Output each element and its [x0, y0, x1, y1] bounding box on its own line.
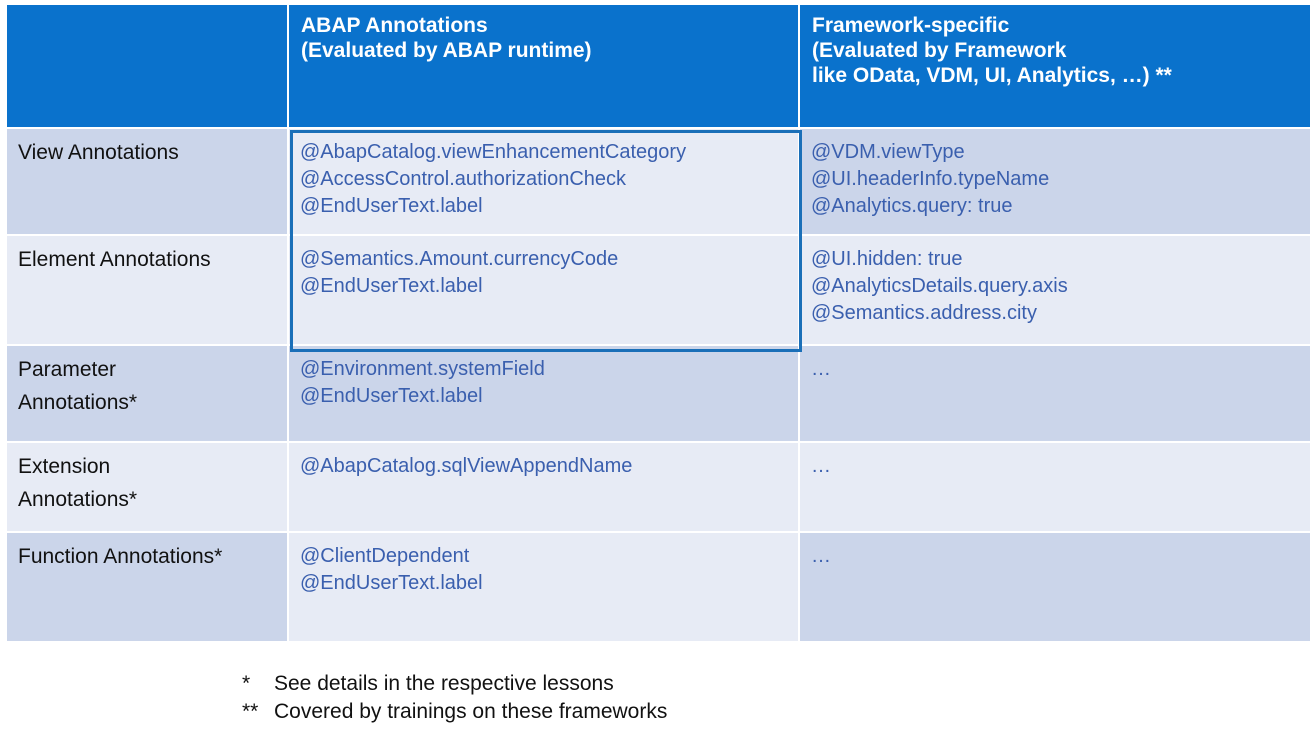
row-label-text: Extension — [18, 455, 111, 478]
footnote-double-star: ** Covered by trainings on these framewo… — [242, 698, 667, 726]
row-label-text: View Annotations — [18, 141, 179, 164]
abap-cell-extension-annotations: @AbapCatalog.sqlViewAppendName — [289, 443, 800, 533]
annotation-item: @UI.hidden: true — [811, 248, 963, 270]
annotation-item: @AbapCatalog.sqlViewAppendName — [300, 455, 633, 477]
header-framework-subtitle-1: (Evaluated by Framework — [812, 39, 1067, 62]
framework-cell-element-annotations: @UI.hidden: true @AnalyticsDetails.query… — [800, 236, 1312, 346]
abap-cell-element-annotations: @Semantics.Amount.currencyCode @EndUserT… — [289, 236, 800, 346]
row-label-text: Parameter — [18, 358, 117, 381]
annotation-item: @AccessControl.authorizationCheck — [300, 168, 627, 190]
row-label-text: Function Annotations* — [18, 545, 223, 568]
ellipsis-placeholder: … — [811, 358, 831, 380]
annotation-item: @Semantics.Amount.currencyCode — [300, 248, 619, 270]
footnote-text: See details in the respective lessons — [274, 672, 614, 695]
annotation-item: @UI.headerInfo.typeName — [811, 168, 1050, 190]
framework-cell-extension-annotations: … — [800, 443, 1312, 533]
ellipsis-placeholder: … — [811, 455, 831, 477]
framework-cell-view-annotations: @VDM.viewType @UI.headerInfo.typeName @A… — [800, 129, 1312, 236]
annotation-item: @EndUserText.label — [300, 195, 483, 217]
ellipsis-placeholder: … — [811, 545, 831, 567]
annotation-item: @Environment.systemField — [300, 358, 545, 380]
row-label-view-annotations: View Annotations — [7, 129, 289, 236]
framework-cell-parameter-annotations: … — [800, 346, 1312, 443]
framework-cell-function-annotations: … — [800, 533, 1312, 643]
annotation-item: @VDM.viewType — [811, 141, 965, 163]
row-label-function-annotations: Function Annotations* — [7, 533, 289, 643]
row-label-text: Annotations* — [18, 391, 138, 414]
header-abap-title: ABAP Annotations — [301, 14, 488, 37]
header-abap-subtitle: (Evaluated by ABAP runtime) — [301, 39, 592, 62]
footnote-mark: ** — [242, 700, 259, 723]
row-label-extension-annotations: Extension Annotations* — [7, 443, 289, 533]
header-cell-empty — [7, 5, 289, 129]
footnote-single-star: * See details in the respective lessons — [242, 670, 667, 698]
header-framework-title: Framework-specific — [812, 14, 1010, 37]
annotation-item: @ClientDependent — [300, 545, 470, 567]
header-abap-annotations: ABAP Annotations (Evaluated by ABAP runt… — [289, 5, 800, 129]
annotation-item: @EndUserText.label — [300, 572, 483, 594]
annotation-item: @AbapCatalog.viewEnhancementCategory — [300, 141, 687, 163]
annotation-item: @AnalyticsDetails.query.axis — [811, 275, 1068, 297]
abap-cell-parameter-annotations: @Environment.systemField @EndUserText.la… — [289, 346, 800, 443]
abap-cell-view-annotations: @AbapCatalog.viewEnhancementCategory @Ac… — [289, 129, 800, 236]
annotation-item: @Semantics.address.city — [811, 302, 1037, 324]
row-label-element-annotations: Element Annotations — [7, 236, 289, 346]
row-label-parameter-annotations: Parameter Annotations* — [7, 346, 289, 443]
annotation-item: @EndUserText.label — [300, 385, 483, 407]
row-label-text: Annotations* — [18, 488, 138, 511]
row-label-text: Element Annotations — [18, 248, 211, 271]
footnote-text: Covered by trainings on these frameworks — [274, 700, 668, 723]
annotations-table: ABAP Annotations (Evaluated by ABAP runt… — [7, 5, 1312, 643]
annotation-item: @Analytics.query: true — [811, 195, 1013, 217]
footnotes: * See details in the respective lessons … — [242, 670, 667, 726]
header-framework-subtitle-2: like OData, VDM, UI, Analytics, …) ** — [812, 64, 1172, 87]
header-framework-specific: Framework-specific (Evaluated by Framewo… — [800, 5, 1312, 129]
abap-cell-function-annotations: @ClientDependent @EndUserText.label — [289, 533, 800, 643]
annotation-item: @EndUserText.label — [300, 275, 483, 297]
footnote-mark: * — [242, 672, 251, 695]
